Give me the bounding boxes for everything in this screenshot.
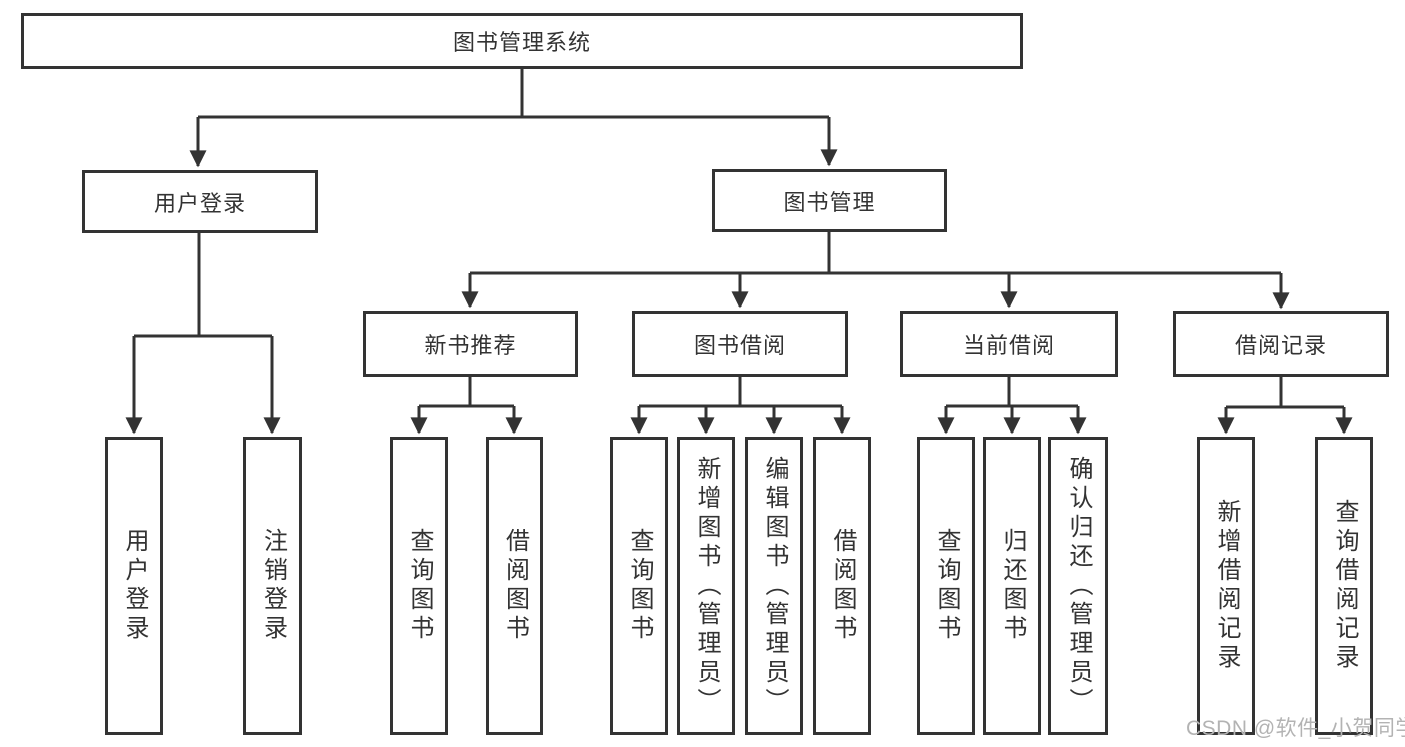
node-leaf-cb-confirm-return-admin: 确认归还（管理员） (1048, 437, 1108, 735)
node-label: 编辑图书（管理员） (761, 455, 788, 717)
node-leaf-rec-add-borrow-record: 新增借阅记录 (1197, 437, 1255, 735)
node-label: 用户登录 (153, 190, 246, 216)
node-leaf-user-login: 用户登录 (105, 437, 163, 735)
connector-root-trunk (198, 69, 829, 119)
connector-book-borrow-trunk (639, 377, 842, 408)
node-leaf-cb-return-books: 归还图书 (983, 437, 1041, 735)
node-leaf-bb-add-books-admin: 新增图书（管理员） (677, 437, 735, 735)
node-leaf-bb-borrow-books: 借阅图书 (813, 437, 871, 735)
node-root-library-system: 图书管理系统 (21, 13, 1023, 69)
connector-records-trunk (1226, 377, 1344, 409)
connector-current-borrow-trunk (946, 377, 1078, 408)
node-leaf-cb-query-books: 查询图书 (917, 437, 975, 735)
node-user-login: 用户登录 (82, 170, 318, 233)
node-label: 新增图书（管理员） (693, 455, 720, 717)
node-leaf-bb-query-books: 查询图书 (610, 437, 668, 735)
node-label: 归还图书 (999, 528, 1026, 644)
node-label: 新增借阅记录 (1213, 499, 1240, 673)
node-label: 借阅图书 (829, 528, 856, 644)
connector-book-management-trunk (470, 232, 1281, 275)
node-label: 查询图书 (933, 528, 960, 644)
node-label: 查询图书 (626, 528, 653, 644)
node-label: 图书管理系统 (452, 30, 591, 55)
node-leaf-nb-query-books: 查询图书 (390, 437, 448, 735)
node-label: 图书管理 (783, 189, 876, 215)
node-leaf-nb-borrow-books: 借阅图书 (486, 437, 543, 735)
node-label: 借阅图书 (501, 528, 529, 644)
node-label: 查询借阅记录 (1331, 499, 1358, 673)
node-label: 注销登录 (259, 528, 287, 644)
connector-user-login-trunk (134, 233, 272, 338)
watermark: CSDN @软件_小贺同学 (1186, 717, 1405, 740)
node-leaf-bb-edit-books-admin: 编辑图书（管理员） (745, 437, 803, 735)
node-label: 借阅记录 (1234, 333, 1327, 358)
node-book-management: 图书管理 (712, 169, 947, 232)
connector-new-book-trunk (419, 377, 514, 408)
node-new-book-recommend: 新书推荐 (363, 311, 578, 377)
node-label: 新书推荐 (424, 333, 517, 358)
node-leaf-logout: 注销登录 (243, 437, 302, 735)
node-book-borrowing: 图书借阅 (632, 311, 848, 377)
node-label: 用户登录 (121, 528, 148, 644)
node-borrowing-records: 借阅记录 (1173, 311, 1389, 377)
node-label: 确认归还（管理员） (1065, 455, 1092, 717)
node-label: 当前借阅 (962, 333, 1055, 358)
node-current-borrowing: 当前借阅 (900, 311, 1118, 377)
node-leaf-rec-query-borrow-record: 查询借阅记录 (1315, 437, 1373, 735)
node-label: 图书借阅 (693, 333, 786, 358)
node-label: 查询图书 (406, 528, 433, 644)
